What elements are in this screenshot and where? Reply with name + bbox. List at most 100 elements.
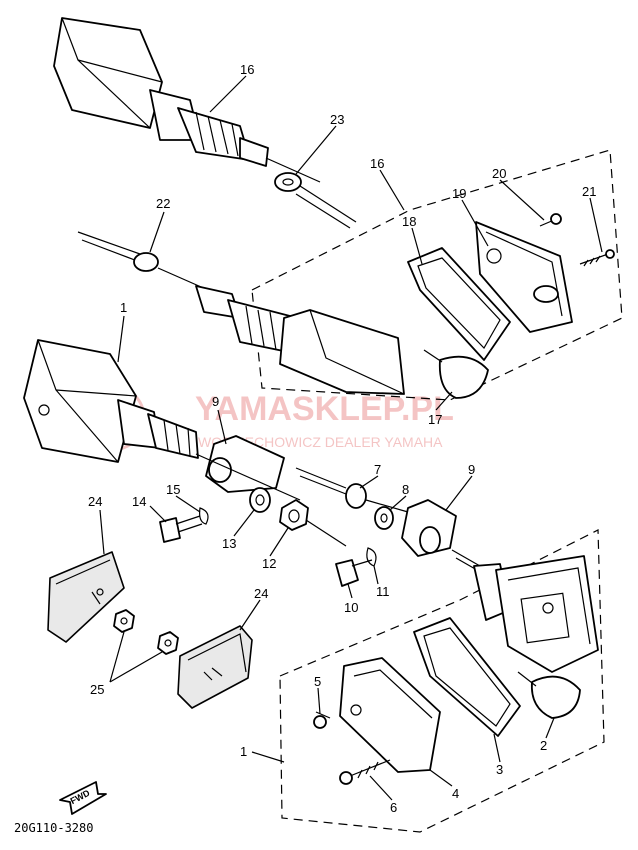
callout-23: 23 — [330, 112, 344, 127]
callout-1-bottom: 1 — [240, 744, 247, 759]
stem-rib-lines-mid — [245, 305, 277, 351]
bulb-17 — [423, 349, 489, 399]
callout-9-right: 9 — [468, 462, 475, 477]
callout-12: 12 — [262, 556, 276, 571]
callout-5: 5 — [314, 674, 321, 689]
leader-5 — [317, 687, 321, 715]
leader-lines — [99, 75, 603, 801]
stem-end-top — [239, 137, 269, 167]
screw-6 — [339, 759, 391, 785]
lens-ridge-left — [55, 389, 137, 397]
callout-18: 18 — [402, 214, 416, 229]
lens-mark-left — [38, 404, 50, 416]
callout-15: 15 — [166, 482, 180, 497]
reflector-24-mid-body — [177, 625, 253, 709]
wire-lower-left — [305, 519, 347, 547]
grommet-23-hole — [282, 178, 294, 186]
callout-16-right: 16 — [370, 156, 384, 171]
turn-signal-top — [53, 17, 357, 229]
lens-cover-19-hole — [486, 248, 502, 264]
bolt-14-head — [159, 517, 181, 543]
grommet-22-ring — [133, 252, 159, 272]
screw-5-shank — [315, 711, 331, 719]
leader-1-top — [117, 315, 125, 363]
callout-10: 10 — [344, 600, 358, 615]
fwd-arrow-shape — [59, 781, 107, 815]
callout-11: 11 — [376, 584, 390, 599]
lens-4 — [339, 657, 441, 773]
stem-ribs-left — [147, 413, 199, 459]
bolt-left — [195, 453, 301, 501]
reflector-24-left — [47, 551, 125, 643]
washer-11 — [366, 547, 377, 567]
washer-11-spring — [366, 547, 377, 567]
leader-4 — [429, 769, 453, 787]
screw-20 — [539, 213, 562, 227]
nut-25-b-body — [157, 631, 179, 655]
callout-labels: 16 23 16 20 19 21 18 22 1 17 9 7 9 8 24 … — [88, 62, 596, 815]
nut-25-b-hole — [164, 639, 172, 647]
wire-7-c — [365, 499, 409, 513]
reflector-24-left-stud — [91, 591, 101, 605]
leader-25 — [109, 631, 163, 683]
callout-19: 19 — [452, 186, 466, 201]
leader-6 — [369, 775, 393, 801]
turn-signal-left — [23, 339, 199, 463]
nut-25-b — [157, 631, 179, 655]
washer-8-hole — [380, 513, 388, 523]
leader-7 — [359, 475, 379, 489]
reflector-24-mid — [177, 625, 253, 709]
washer-13 — [249, 487, 271, 513]
leader-1-bottom — [251, 751, 285, 763]
leader-16-right — [379, 169, 405, 211]
callout-13: 13 — [222, 536, 236, 551]
screw-20-head — [550, 213, 562, 225]
nut-12-body — [279, 499, 309, 531]
bracket-9-right — [401, 499, 457, 557]
gasket-18-inner — [417, 257, 501, 349]
gasket-3-outer — [413, 617, 521, 737]
grommet-22 — [77, 231, 209, 291]
stem-rib-lines-left — [163, 419, 191, 457]
callout-4: 4 — [452, 786, 459, 801]
nut-25-a-body — [113, 609, 135, 633]
leader-20 — [499, 179, 545, 221]
nut-25-a-hole — [120, 617, 128, 625]
lens-cover-19-socket — [533, 285, 559, 303]
washer-13-hole — [255, 494, 265, 506]
watermark-title: YAMASKLEP.PL — [195, 390, 454, 428]
washer-13-ring — [249, 487, 271, 513]
socket-lower-right — [520, 592, 570, 644]
callout-9-left: 9 — [212, 394, 219, 409]
bulb-2 — [517, 671, 581, 719]
wire-top-1 — [265, 157, 321, 183]
screw-5 — [313, 711, 331, 729]
bulb-17-glass — [438, 355, 489, 399]
bulb-2-glass — [530, 675, 581, 719]
washer-8-ring — [374, 506, 394, 530]
callout-21: 21 — [582, 184, 596, 199]
lens-4-hole — [350, 704, 362, 716]
lens-cover-19 — [475, 221, 573, 333]
reflector-24-left-rim — [55, 559, 111, 585]
bulb-17-base — [423, 349, 443, 363]
lens-cover-19-rim — [485, 231, 563, 317]
drawing-code: 20G110-3280 — [14, 821, 93, 835]
leader-21 — [589, 197, 603, 253]
reflector-24-left-stud-top — [96, 588, 104, 596]
callout-22: 22 — [156, 196, 170, 211]
callout-7: 7 — [374, 462, 381, 477]
socket-hole-lower-right — [542, 602, 554, 614]
callout-1-top: 1 — [120, 300, 127, 315]
grommet-7 — [295, 467, 409, 513]
reflector-24-mid-rim — [187, 633, 247, 673]
bolt-14 — [159, 515, 203, 543]
leader-3 — [493, 733, 501, 763]
callout-20: 20 — [492, 166, 506, 181]
leader-13 — [233, 509, 255, 537]
leader-18 — [411, 227, 423, 265]
callout-14: 14 — [132, 494, 146, 509]
grommet-23-ring — [274, 172, 302, 192]
wire-22-a — [77, 231, 141, 255]
